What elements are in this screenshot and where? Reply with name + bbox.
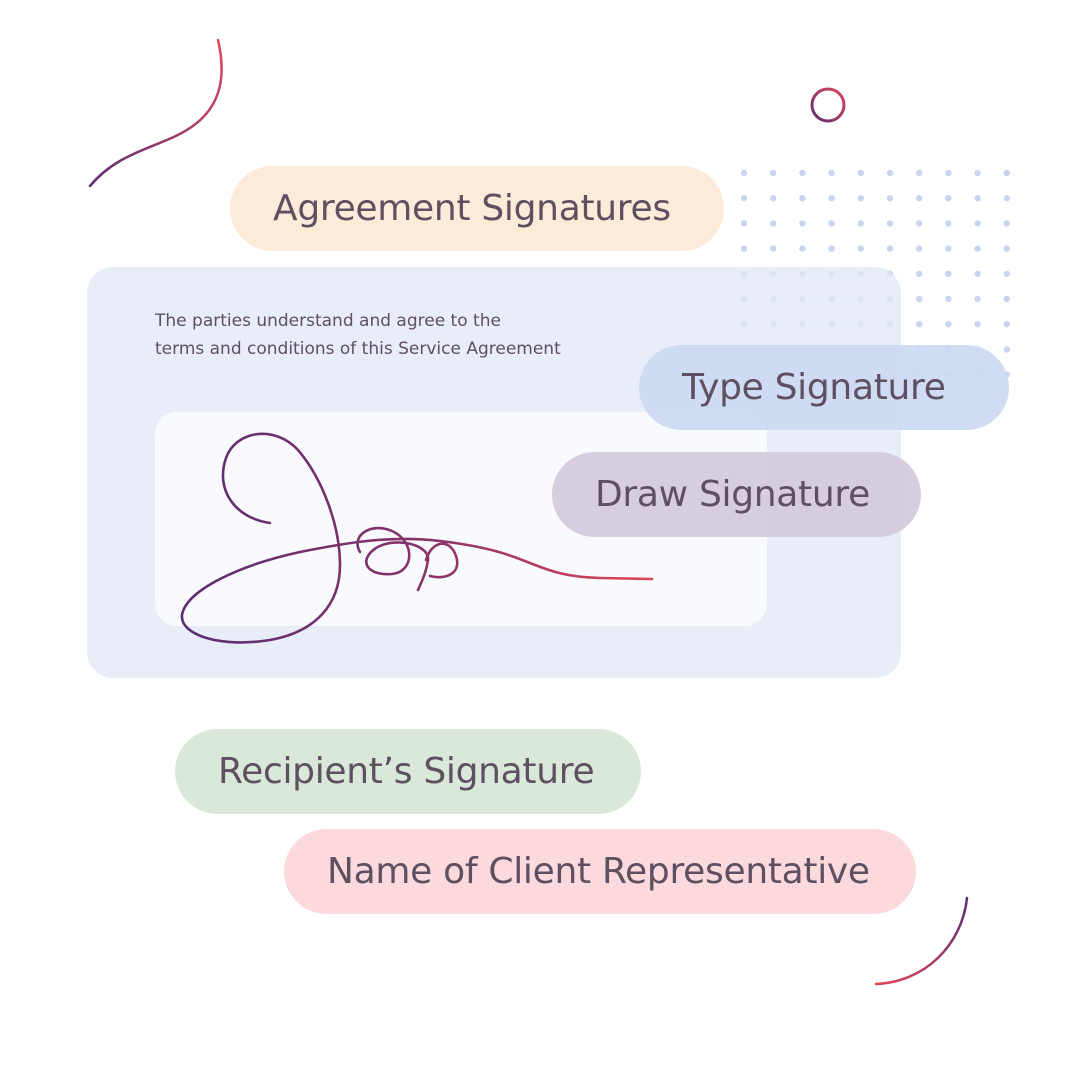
draw-signature-label: Draw Signature [595, 474, 870, 515]
dot [1003, 346, 1010, 353]
dot [945, 245, 952, 252]
dot [945, 270, 952, 277]
dot [828, 220, 835, 227]
dot [770, 220, 777, 227]
dot [974, 321, 981, 328]
terms-line-1: The parties understand and agree to the [155, 311, 501, 331]
dot [740, 220, 748, 227]
dot [916, 270, 923, 277]
dot [886, 245, 894, 252]
recipient-signature-field[interactable]: Recipient’s Signature [175, 729, 641, 814]
dot [886, 195, 894, 202]
dot [1003, 169, 1010, 177]
dot [828, 169, 835, 177]
curve-decoration-icon [88, 38, 223, 188]
dot [974, 245, 981, 252]
recipient-signature-label: Recipient’s Signature [218, 751, 595, 792]
dot [1003, 270, 1010, 277]
dot [740, 195, 748, 202]
type-signature-button[interactable]: Type Signature [639, 345, 1009, 430]
dot [916, 169, 923, 177]
dot [857, 169, 864, 177]
ring-decoration-icon [810, 87, 846, 123]
dot [974, 295, 981, 303]
dot [945, 220, 952, 227]
dot [740, 169, 748, 177]
dot [974, 169, 981, 177]
dot [770, 169, 777, 177]
client-representative-label: Name of Client Representative [327, 851, 870, 892]
dot [799, 220, 806, 227]
dot [740, 245, 748, 252]
dot [974, 220, 981, 227]
dot [1003, 245, 1010, 252]
dot [1003, 295, 1010, 303]
dot [799, 195, 806, 202]
dot [945, 321, 952, 328]
dot [916, 245, 923, 252]
dot [799, 169, 806, 177]
dot [770, 245, 777, 252]
dot [916, 295, 923, 303]
dot [916, 220, 923, 227]
dot [974, 195, 981, 202]
draw-signature-button[interactable]: Draw Signature [552, 452, 921, 537]
dot [916, 195, 923, 202]
dot [886, 220, 894, 227]
dot [945, 295, 952, 303]
dot [945, 195, 952, 202]
dot [799, 245, 806, 252]
dot [770, 195, 777, 202]
terms-line-2: terms and conditions of this Service Agr… [155, 339, 561, 359]
dot [828, 245, 835, 252]
agreement-signatures-title: Agreement Signatures [230, 166, 724, 251]
dot [857, 245, 864, 252]
dot [945, 169, 952, 177]
dot [1003, 321, 1010, 328]
dot [1003, 195, 1010, 202]
dot [886, 169, 894, 177]
dot [857, 220, 864, 227]
dot [857, 195, 864, 202]
type-signature-label: Type Signature [682, 367, 946, 408]
client-representative-field[interactable]: Name of Client Representative [284, 829, 916, 914]
dot [1003, 220, 1010, 227]
page-title: Agreement Signatures [273, 188, 671, 229]
dot [828, 195, 835, 202]
plus-decoration-icon [93, 943, 143, 993]
arc-decoration-icon [874, 896, 969, 986]
dot [974, 270, 981, 277]
dot [916, 321, 923, 328]
terms-text: The parties understand and agree to the … [155, 307, 615, 363]
